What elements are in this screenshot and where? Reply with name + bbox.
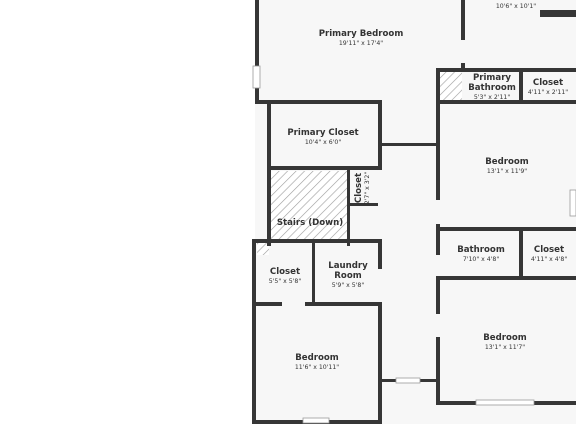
closet-left-dims: 5'5" x 5'8": [269, 278, 302, 285]
primary-bathroom-name-1: Primary: [473, 73, 511, 83]
windows: [252, 65, 576, 424]
closet-right-name: Closet: [534, 245, 564, 255]
laundry-name-1: Laundry: [328, 261, 368, 271]
bathroom-dims: 7'10" x 4'8": [463, 256, 500, 263]
bedroom-bottom-right-name: Bedroom: [483, 333, 527, 343]
bathroom-name: Bathroom: [457, 245, 505, 255]
laundry-name-2: Room: [334, 271, 361, 281]
closet-small-name: Closet: [354, 173, 364, 203]
primary-closet-dims: 10'4" x 6'0": [305, 139, 342, 146]
primary-closet-name: Primary Closet: [287, 128, 358, 138]
closet-top-right-name: Closet: [533, 78, 563, 88]
bedroom-bottom-left-dims: 11'6" x 10'11": [295, 364, 339, 371]
top-right-room-dims: 10'6" x 10'1": [496, 3, 536, 10]
closet-left-hatch: [257, 243, 269, 255]
primary-bedroom-dims: 19'11" x 17'4": [339, 40, 383, 47]
stairs-hatch: [271, 171, 348, 241]
closet-small-dims: 2'7" x 3'2": [364, 172, 371, 205]
primary-bathroom-hatch: [440, 70, 462, 102]
primary-bathroom-name-2: Bathroom: [468, 83, 516, 93]
bedroom-bottom-left-name: Bedroom: [295, 353, 339, 363]
closet-right-dims: 4'11" x 4'8": [531, 256, 568, 263]
laundry-dims: 5'9" x 5'8": [332, 282, 365, 289]
stairs-label: Stairs (Down): [277, 218, 343, 228]
primary-bathroom-dims: 5'3" x 2'11": [474, 94, 511, 101]
closet-left-name: Closet: [270, 267, 300, 277]
bedroom-right-name: Bedroom: [485, 157, 529, 167]
bedroom-bottom-right-dims: 13'1" x 11'7": [485, 344, 525, 351]
bedroom-right-dims: 13'1" x 11'9": [487, 168, 527, 175]
primary-bedroom-name: Primary Bedroom: [319, 29, 404, 39]
closet-top-right-dims: 4'11" x 2'11": [528, 89, 568, 96]
